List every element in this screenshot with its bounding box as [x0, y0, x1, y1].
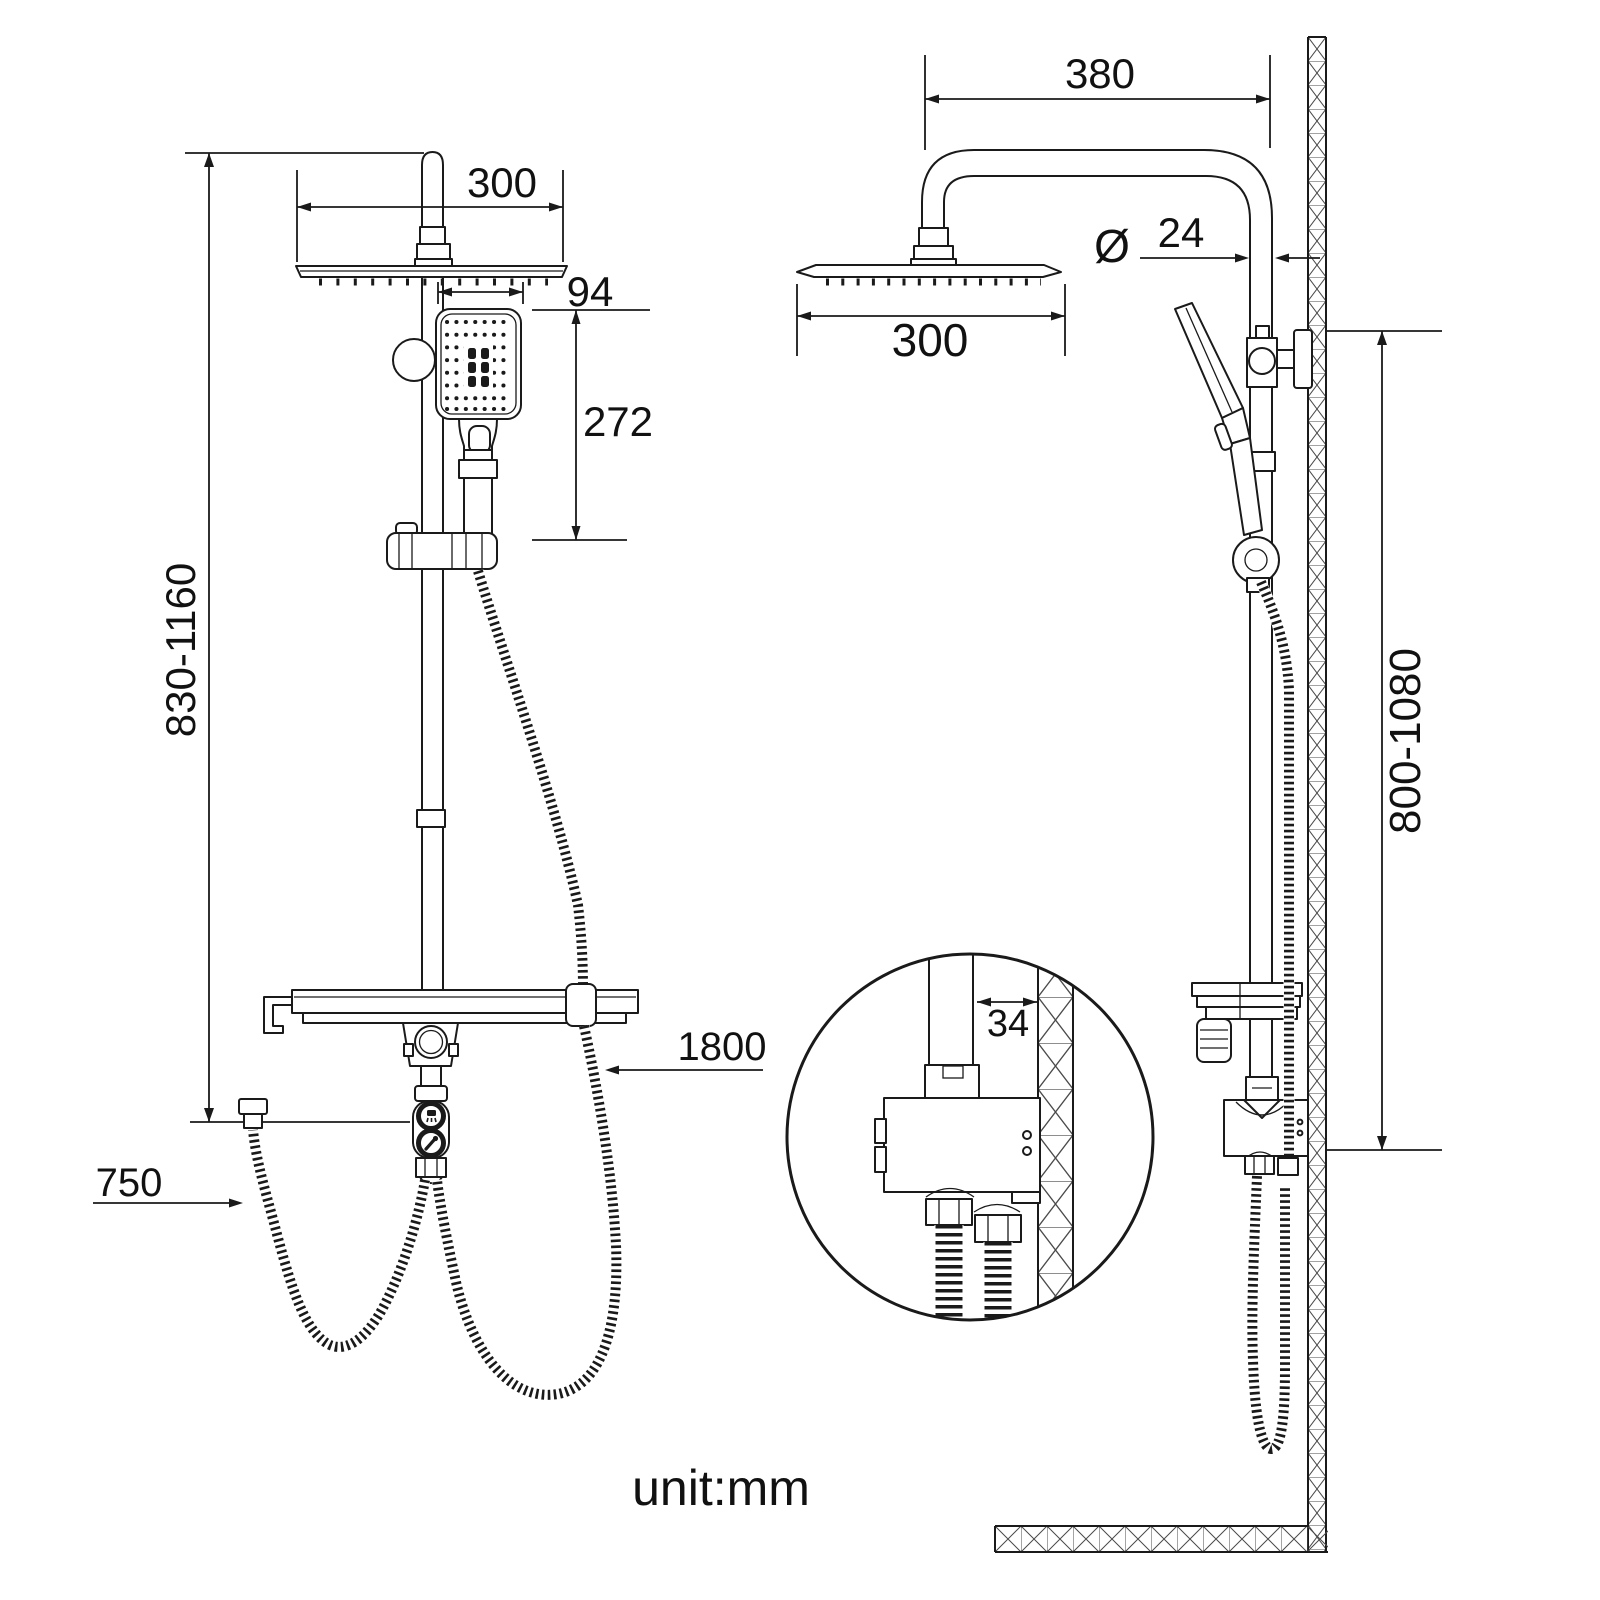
front-view: 830-1160 300 — [93, 151, 766, 1401]
shower-hose-lower — [431, 1024, 622, 1401]
unit-label: unit:mm — [632, 1460, 810, 1516]
shower-hose-side — [1255, 579, 1295, 1155]
hose-end-fitting — [238, 1098, 268, 1115]
rail-mount-knob — [392, 338, 436, 382]
spray-face-dots — [445, 320, 514, 411]
shower-arm-side — [921, 149, 1273, 1079]
dim-inlet-hose-length: 750 — [93, 1161, 243, 1208]
detail-valve — [874, 1064, 1041, 1204]
slide-bracket — [386, 522, 498, 570]
overhead-spray-icon — [426, 1110, 437, 1123]
dim-shower-hose-length: 1800 — [605, 1025, 766, 1075]
pipe-diameter-label: 24 — [1158, 209, 1205, 256]
wall-bracket — [1246, 325, 1313, 389]
hand-shower-width-label: 94 — [567, 268, 614, 315]
hand-shower-button — [468, 425, 491, 454]
arrow-up-icon — [204, 153, 214, 167]
valve-nut — [415, 1157, 447, 1178]
diverter-valve-side — [1223, 1076, 1309, 1176]
detail-hose-nuts — [925, 1187, 1022, 1320]
arm-reach-label: 380 — [1065, 50, 1135, 97]
arrow-down-icon — [204, 1108, 214, 1122]
detail-view: 34 — [785, 952, 1155, 1322]
side-view: 380 Ø 24 300 — [796, 36, 1442, 1553]
arrow-right-icon — [549, 202, 563, 212]
shower-hose-length-label: 1800 — [678, 1025, 767, 1069]
dim-rain-head-width: 300 — [296, 159, 564, 262]
hand-shower-icon — [424, 1135, 439, 1151]
diameter-symbol-label: Ø — [1094, 220, 1130, 272]
dim-pipe-diameter: Ø 24 — [1094, 209, 1320, 272]
handle-latch — [1213, 422, 1233, 451]
rain-shower-head-side — [796, 227, 1062, 286]
inlet-hose-length-label: 750 — [96, 1161, 163, 1205]
rail-height-label: 830-1160 — [157, 563, 204, 737]
wall-clearance-label: 34 — [987, 1003, 1029, 1045]
rail-joint-collar — [416, 809, 446, 828]
inlet-hose — [238, 1098, 431, 1353]
diverter-valve-front — [412, 1065, 450, 1184]
detail-pipe — [928, 954, 974, 1066]
rain-head-width-label: 300 — [467, 159, 537, 206]
handle-collar — [458, 459, 498, 479]
shelf — [263, 983, 639, 1034]
detail-wall-section — [1037, 954, 1074, 1320]
shelf-knob — [402, 1022, 459, 1067]
arrow-left-icon — [297, 202, 311, 212]
rain-head-depth-label: 300 — [892, 314, 969, 366]
holder-ring — [1232, 536, 1280, 584]
detail-circle-border — [785, 952, 1155, 1322]
rain-shower-head-front — [295, 226, 568, 286]
shelf-side — [1191, 982, 1303, 1020]
dim-mounting-height: 800-1080 — [1326, 330, 1442, 1151]
floor-section — [994, 1525, 1328, 1553]
hose-guide-block — [565, 983, 597, 1027]
hand-shower-drop-label: 272 — [583, 398, 653, 445]
wall-section — [1307, 36, 1327, 1552]
dim-rail-height: 830-1160 — [157, 152, 424, 1123]
shower-hose-upper — [472, 569, 589, 991]
dim-wall-clearance: 34 — [977, 997, 1037, 1045]
dim-rain-head-depth: 300 — [796, 284, 1066, 366]
shelf-knob-side — [1196, 1018, 1232, 1063]
dim-arm-reach: 380 — [924, 50, 1271, 150]
hand-shower-front — [392, 308, 522, 536]
dim-hand-shower-width: 94 — [437, 268, 614, 315]
dim-hand-shower-drop: 272 — [532, 309, 653, 541]
mounting-height-label: 800-1080 — [1381, 648, 1430, 834]
hose-loop-side — [1246, 1175, 1291, 1455]
